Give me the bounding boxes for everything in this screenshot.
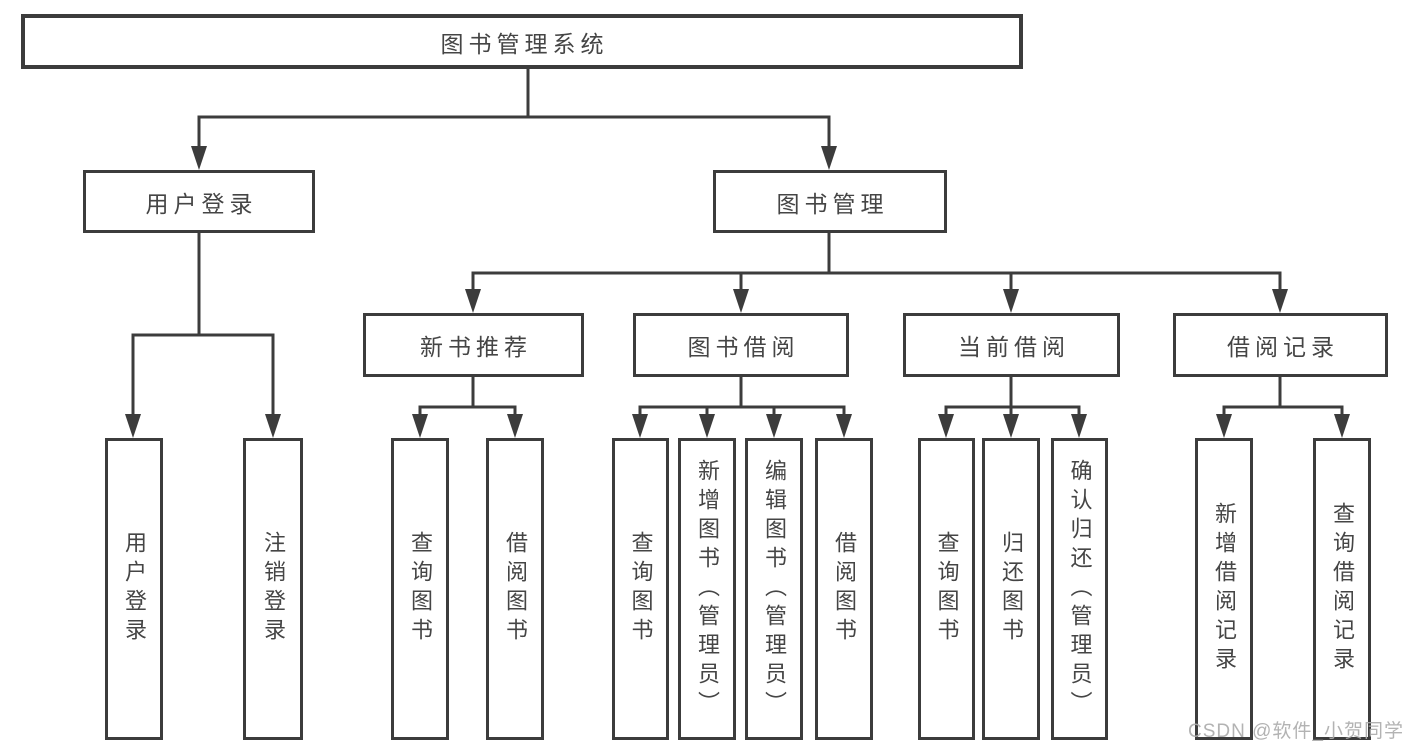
node-add-books-admin: 新增图书（管理员） bbox=[678, 438, 736, 740]
node-edit-books-admin: 编辑图书（管理员） bbox=[745, 438, 803, 740]
node-borrow-books-recommend: 借阅图书 bbox=[486, 438, 544, 740]
node-query-books-recommend: 查询图书 bbox=[391, 438, 449, 740]
node-book-management: 图书管理 bbox=[713, 170, 947, 233]
node-user-login: 用户登录 bbox=[83, 170, 315, 233]
node-add-borrow-record: 新增借阅记录 bbox=[1195, 438, 1253, 740]
node-borrowing-records: 借阅记录 bbox=[1173, 313, 1388, 377]
node-book-borrowing: 图书借阅 bbox=[633, 313, 849, 377]
node-new-book-recommend: 新书推荐 bbox=[363, 313, 584, 377]
csdn-watermark: CSDN @软件_小贺同学 bbox=[1188, 721, 1404, 742]
node-borrow-books-leaf: 借阅图书 bbox=[815, 438, 873, 740]
node-return-books: 归还图书 bbox=[982, 438, 1040, 740]
node-current-borrowing: 当前借阅 bbox=[903, 313, 1120, 377]
node-query-borrow-record: 查询借阅记录 bbox=[1313, 438, 1371, 740]
node-confirm-return-admin: 确认归还（管理员） bbox=[1051, 438, 1108, 740]
node-user-login-leaf: 用户登录 bbox=[105, 438, 163, 740]
node-query-books-borrow: 查询图书 bbox=[612, 438, 669, 740]
node-logout: 注销登录 bbox=[243, 438, 303, 740]
node-query-books-current: 查询图书 bbox=[918, 438, 975, 740]
node-library-management-system: 图书管理系统 bbox=[21, 14, 1023, 69]
